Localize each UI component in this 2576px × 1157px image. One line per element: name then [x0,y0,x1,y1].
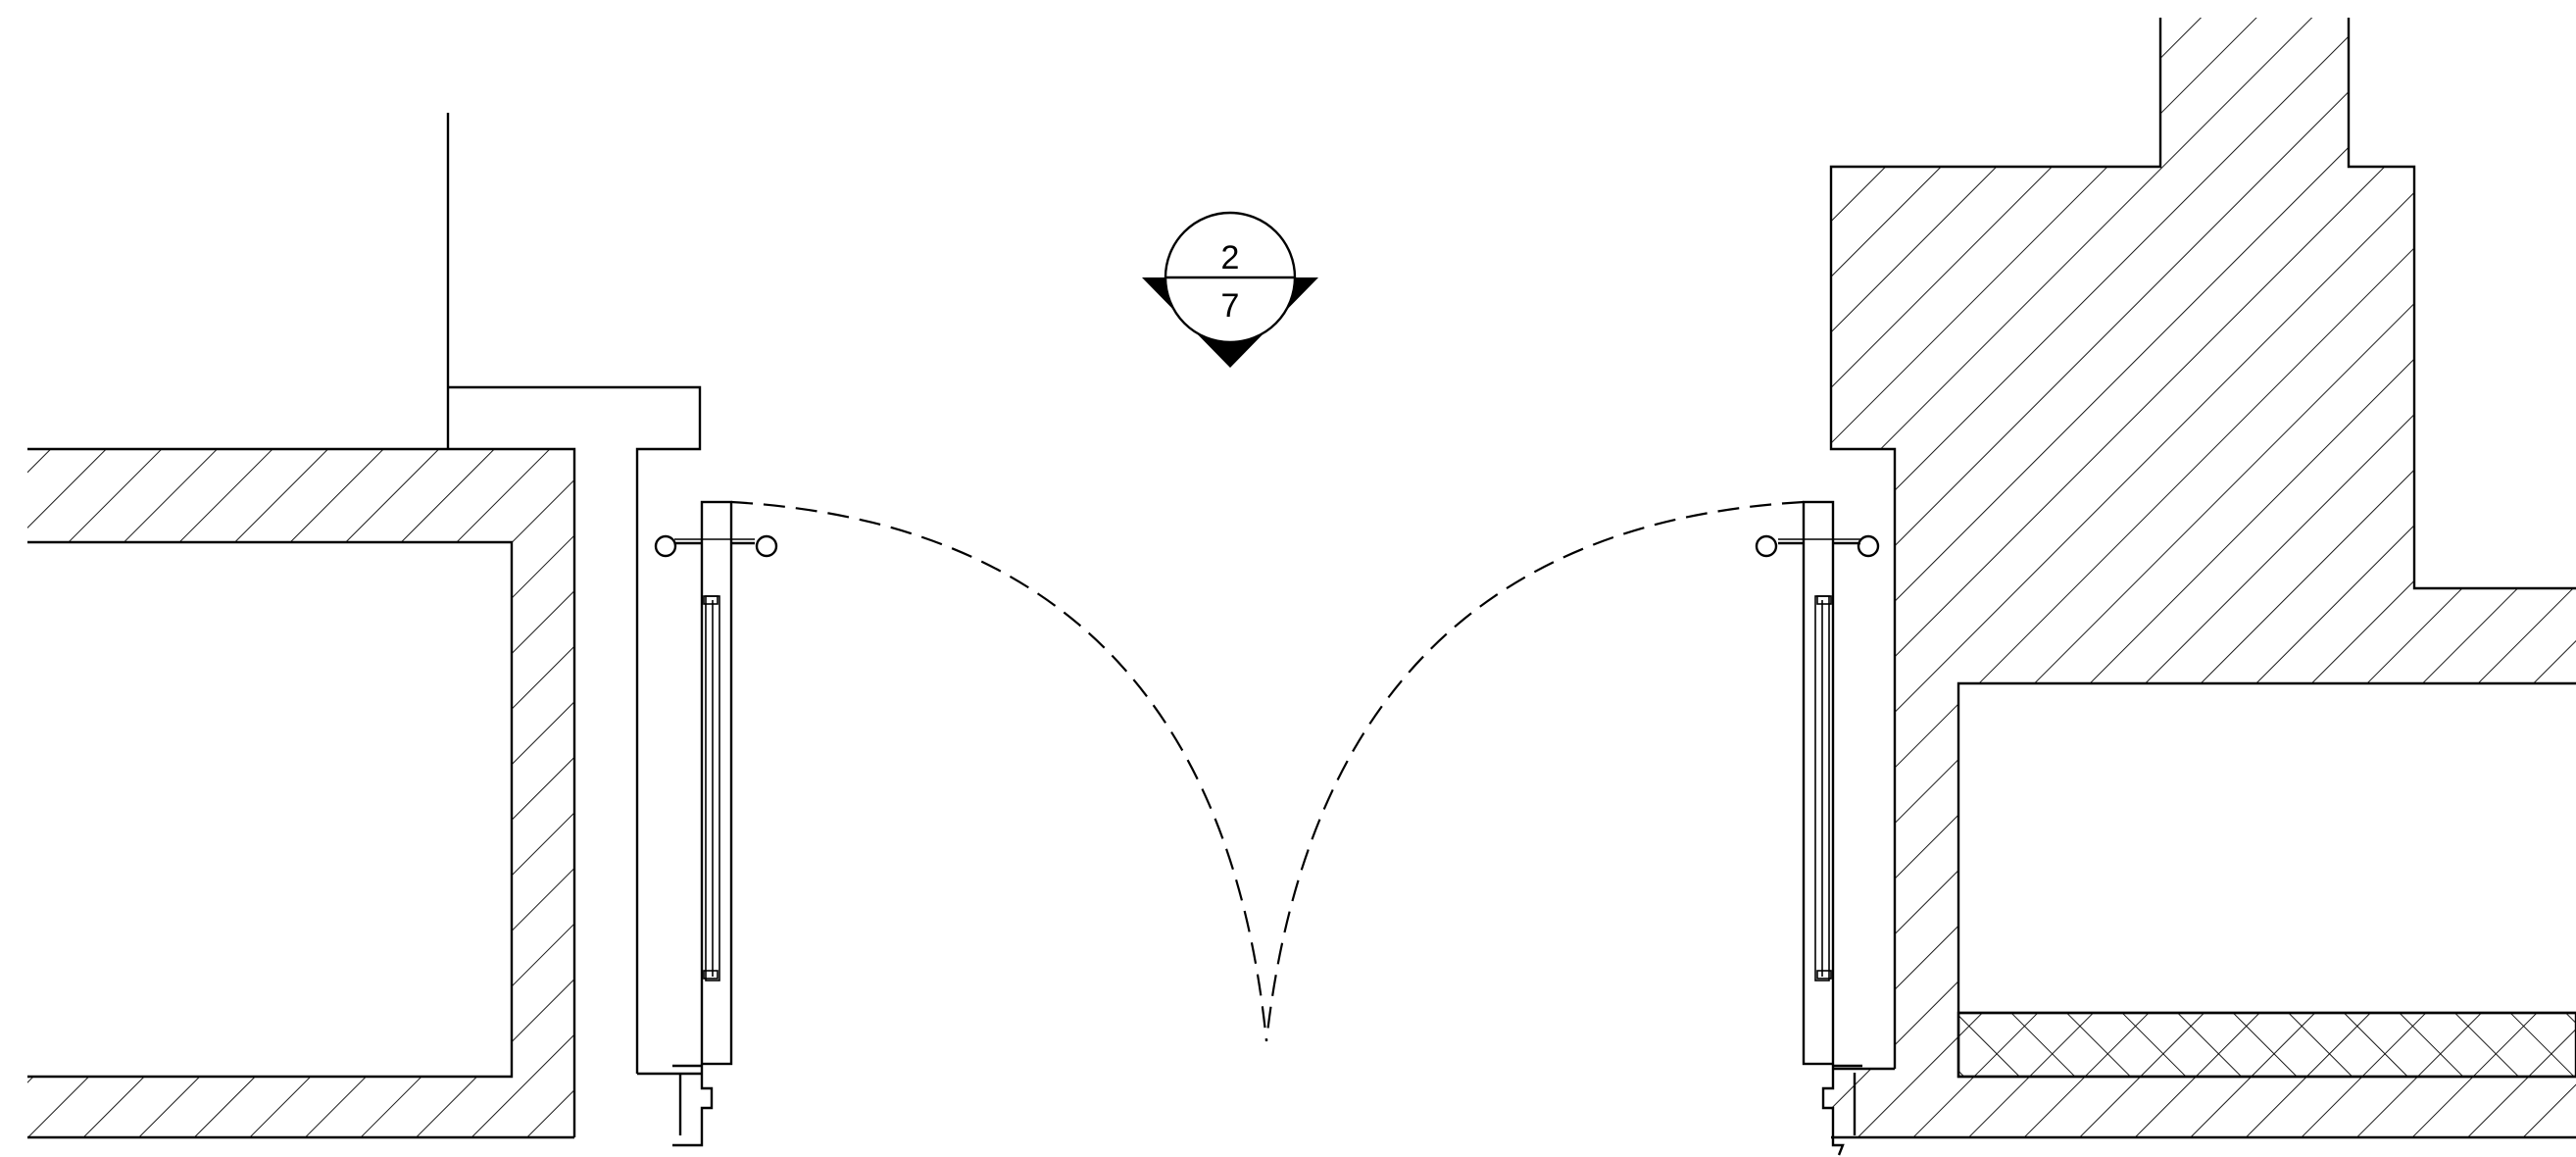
right-wall [1829,18,2576,1139]
left-door-handle [654,534,778,558]
left-partition [446,113,702,1076]
right-door-handle [1755,534,1880,558]
left-wall-hatch-fill [27,449,574,1137]
left-wall [27,447,576,1139]
right-floor-band [1958,1013,2576,1077]
right-door-leaf [1802,500,1835,1066]
right-door-swing-arc [1264,500,1805,1042]
left-wall-inner-outline [27,540,514,1079]
right-wall-hatch-fill [1831,18,2576,1137]
right-door-hinge [1821,1064,1862,1156]
right-door [1264,500,1895,1156]
left-door-leaf [700,500,733,1066]
left-door-swing-arc [730,500,1268,1042]
right-wall-outline [1829,18,2162,1069]
left-door-hinge [672,1064,714,1147]
left-door [654,500,1268,1147]
section-marker-top-number: 2 [1221,239,1240,277]
section-marker: 2 7 [1142,211,1318,368]
section-marker-bottom-number: 7 [1221,287,1240,325]
left-wall-outline [27,447,576,1137]
